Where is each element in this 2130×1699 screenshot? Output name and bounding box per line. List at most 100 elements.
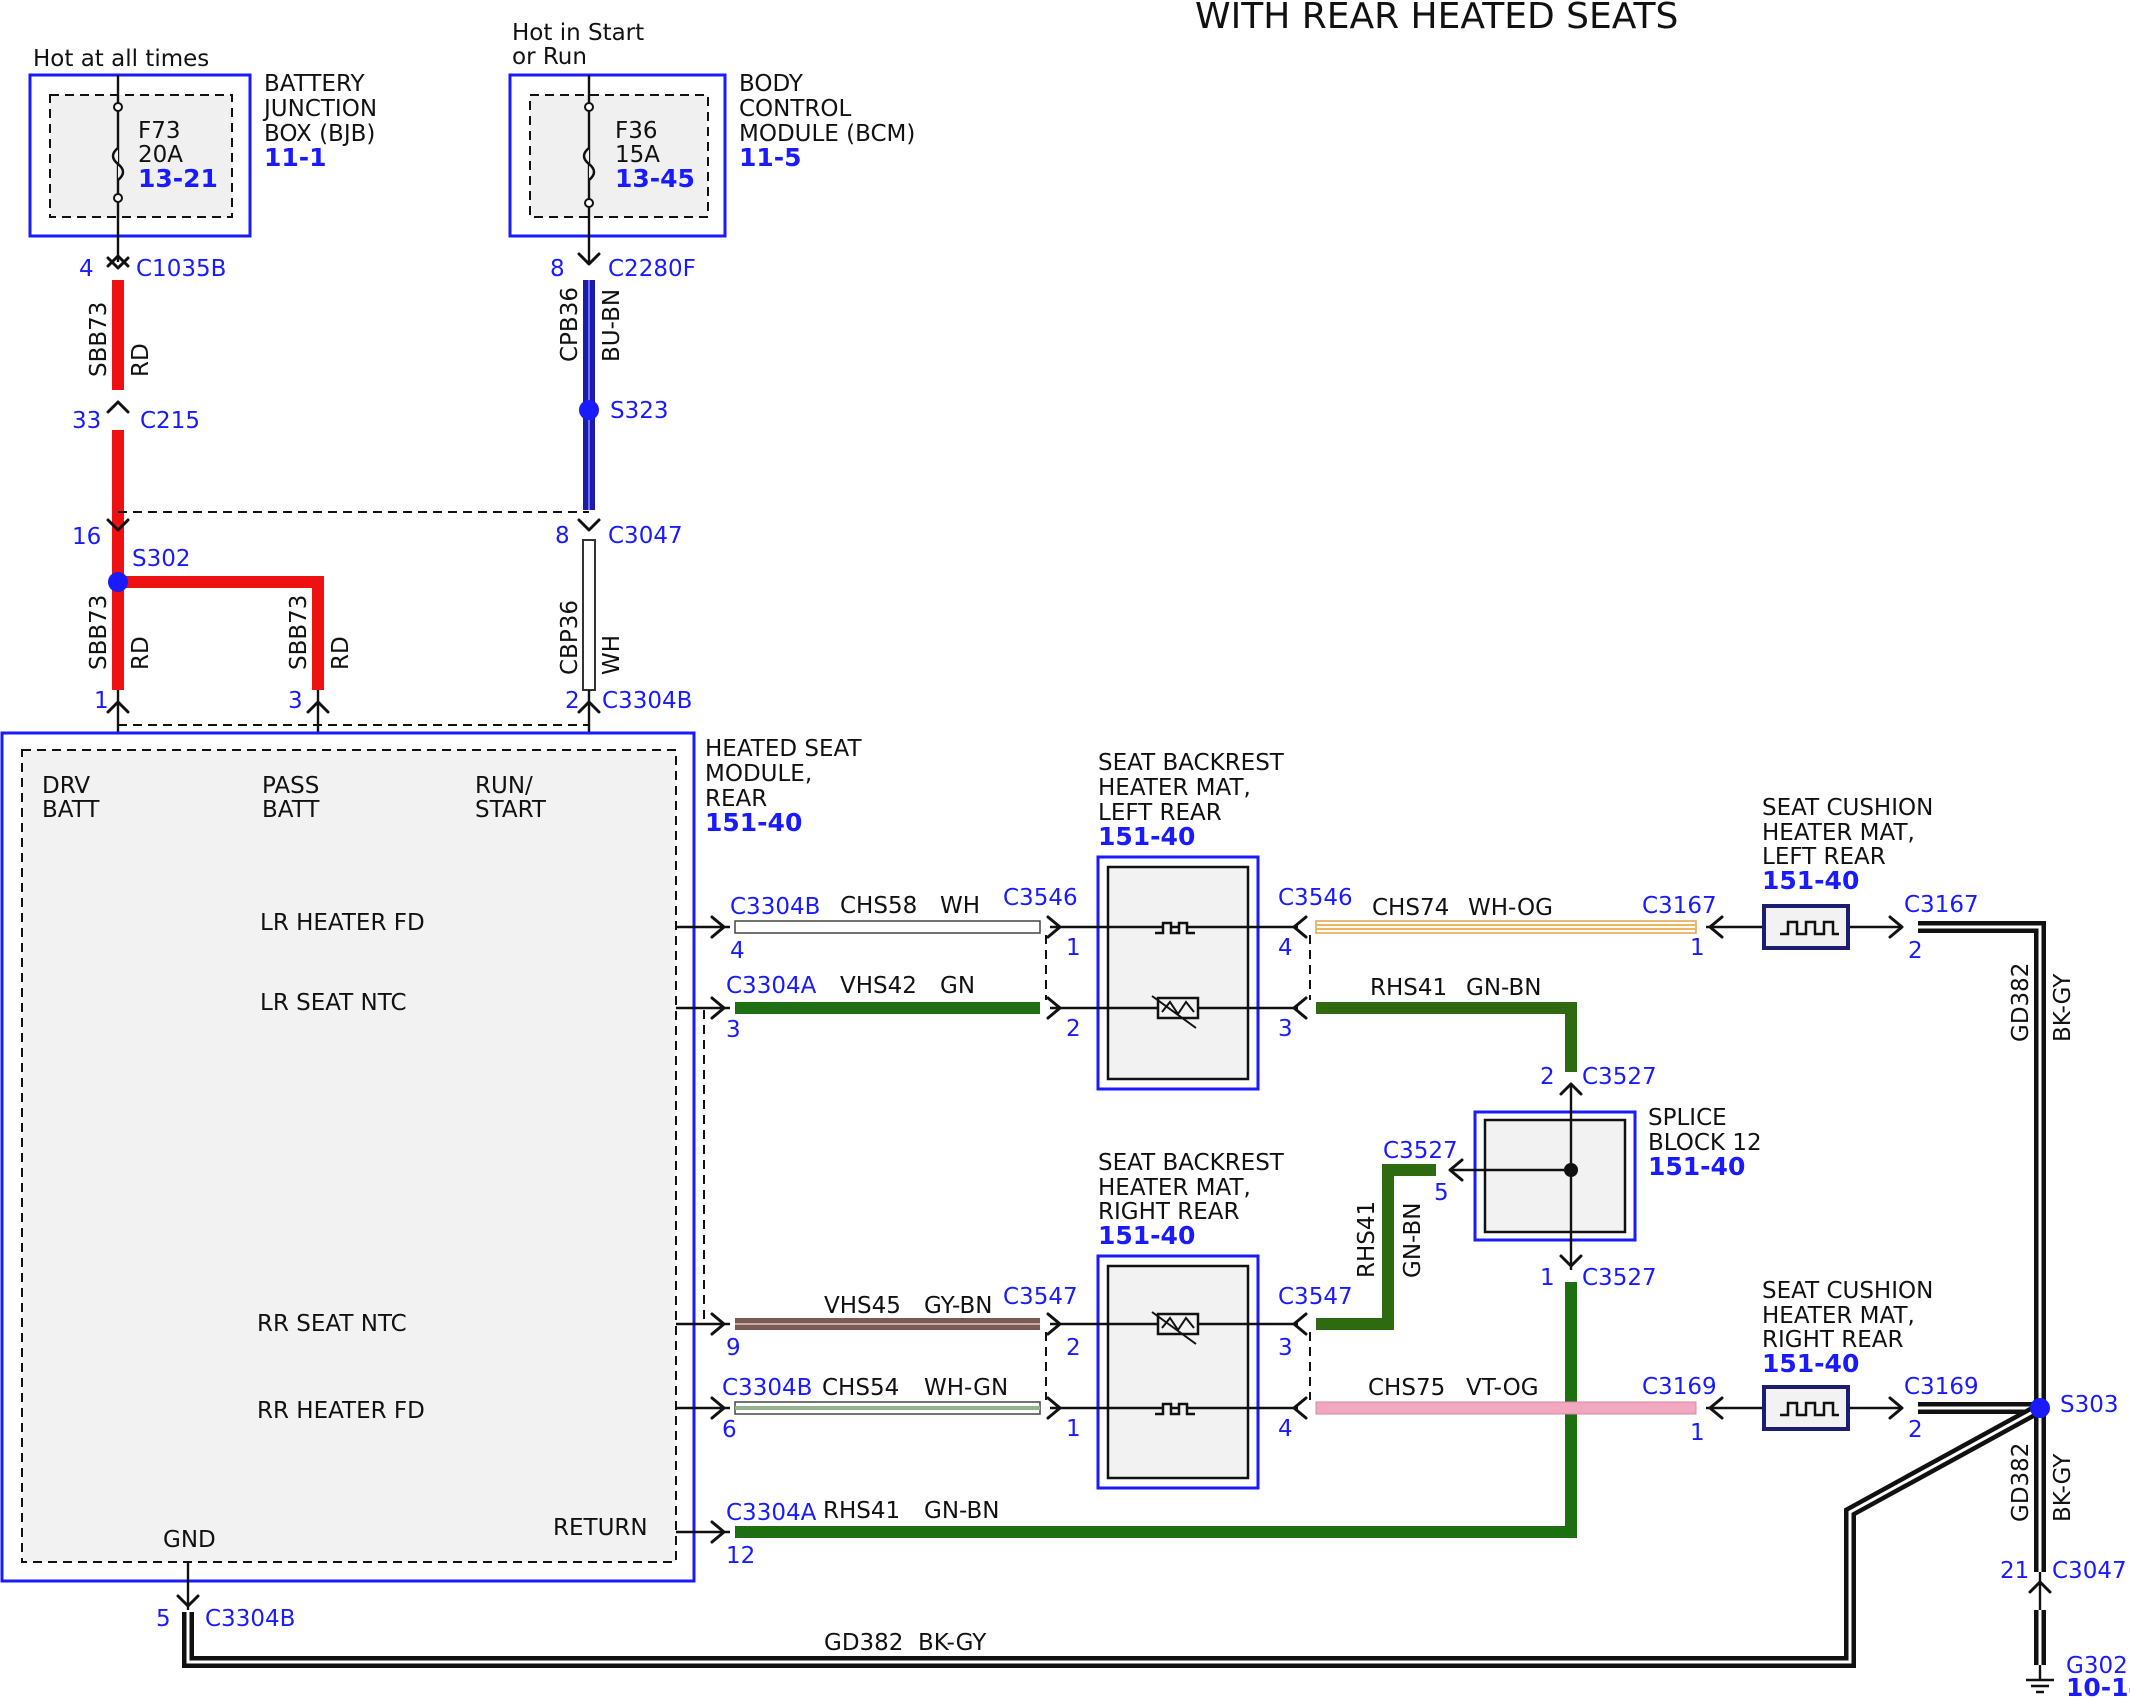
mat-cushion-left-ref[interactable]: 151-40	[1762, 866, 1859, 895]
wire-color-label: GN	[940, 973, 975, 999]
heater-element-icon	[1155, 921, 1195, 935]
ground-ref[interactable]: 10-14	[2066, 1673, 2130, 1699]
connector-c1035b-icon	[106, 254, 130, 270]
connector-c3527-icon	[1559, 1082, 1583, 1096]
wire-vhs42	[735, 1002, 1040, 1014]
mat-backrest-left-name: SEAT BACKREST	[1098, 750, 1285, 776]
pin-label: 21	[2000, 1558, 2029, 1584]
connector-c3547-icon	[1046, 1396, 1062, 1420]
ground-icon	[2026, 1665, 2054, 1694]
circuit-label: VHS42	[840, 973, 917, 999]
pin-gnd: GND	[163, 1527, 216, 1553]
circuit-label: SBB73	[286, 595, 312, 670]
mat-cushion-right-ref[interactable]: 151-40	[1762, 1349, 1859, 1378]
mat-cushion-right-name-2: HEATER MAT,	[1762, 1303, 1915, 1329]
pin-pass-batt: PASS	[262, 773, 319, 799]
wire-color-label: BU-BN	[599, 289, 625, 362]
connector-c3527-icon	[1448, 1158, 1464, 1182]
connector-c3047-icon	[2028, 1580, 2052, 1594]
pin-pass-batt-2: BATT	[262, 797, 320, 823]
pin-drv-batt: DRV	[42, 773, 90, 799]
connector-c3304b-icon	[106, 700, 130, 714]
bcm-fuse-amps: 15A	[615, 142, 660, 168]
bcm-fuse-ref[interactable]: 13-45	[615, 164, 695, 193]
pin-label: 2	[1908, 938, 1923, 964]
pin-label: 6	[722, 1417, 737, 1443]
connector-c3547-icon	[1046, 1312, 1062, 1336]
connector-label: C3304A	[726, 973, 817, 999]
connector-c3169-icon	[1708, 1396, 1724, 1420]
connector-c3546-icon	[1046, 915, 1062, 939]
pin-rr-seat-ntc: RR SEAT NTC	[257, 1311, 407, 1337]
pin-label: 4	[730, 938, 745, 964]
connector-label: C3047	[608, 523, 683, 549]
mat-cushion-right-name-3: RIGHT REAR	[1762, 1327, 1903, 1353]
connector-c2280f-icon	[577, 252, 601, 266]
pin-run-start-2: START	[475, 797, 547, 823]
connector-label: C3547	[1278, 1284, 1353, 1310]
connector-label: C3169	[1904, 1374, 1979, 1400]
wire-color-label: WH-OG	[1468, 895, 1553, 921]
wire-rhs41-left	[1316, 1002, 1577, 1072]
connector-c3304b-icon	[710, 915, 726, 939]
splice-s302	[108, 572, 128, 592]
circuit-label: CBP36	[557, 600, 583, 675]
splice-label: S323	[610, 398, 669, 424]
pin-label: 3	[1278, 1016, 1293, 1042]
connector-c3304b-icon	[176, 1594, 200, 1608]
pin-lr-seat-ntc: LR SEAT NTC	[260, 990, 407, 1016]
bcm-name-2: CONTROL	[739, 96, 852, 122]
pin-label: 4	[79, 256, 94, 282]
connector-label: C1035B	[136, 256, 226, 282]
bjb-fuse-ref[interactable]: 13-21	[138, 164, 218, 193]
bjb-fuse-number: F73	[138, 118, 181, 144]
pin-label: 1	[1690, 935, 1705, 961]
pin-label: 3	[288, 688, 303, 714]
bjb-ref[interactable]: 11-1	[264, 143, 327, 172]
connector-c3167-icon	[1888, 915, 1904, 939]
splice-block-ref[interactable]: 151-40	[1648, 1152, 1745, 1181]
connector-label: C2280F	[608, 256, 696, 282]
connector-label: C3167	[1904, 892, 1979, 918]
mat-cushion-left-name: SEAT CUSHION	[1762, 795, 1933, 821]
wire-chs58	[734, 920, 1041, 934]
circuit-label: SBB73	[86, 595, 112, 670]
bjb-name-3: BOX (BJB)	[264, 121, 375, 147]
wire-color-label: GN-BN	[1466, 975, 1542, 1001]
connector-label: C3304A	[726, 1500, 817, 1526]
circuit-label: RHS41	[1354, 1201, 1380, 1278]
pin-label: 8	[550, 256, 565, 282]
connector-c3547-icon	[1292, 1312, 1308, 1336]
module-output-stubs	[186, 925, 730, 1610]
seat-cushion-heater-mat-right	[1706, 1385, 1900, 1431]
mat-backrest-right-name-2: HEATER MAT,	[1098, 1175, 1251, 1201]
connector-label: C3546	[1003, 885, 1078, 911]
connector-label: C3527	[1582, 1265, 1657, 1291]
wire-chs75	[1315, 1401, 1697, 1415]
circuit-label: GD382	[2008, 963, 2034, 1042]
wire-color-label: GY-BN	[924, 1293, 992, 1319]
wire-color-label: GN-BN	[1400, 1203, 1426, 1279]
bcm-ref[interactable]: 11-5	[739, 143, 802, 172]
fuse-icon	[111, 102, 125, 203]
pin-label: 5	[156, 1606, 171, 1632]
mat-backrest-left-ref[interactable]: 151-40	[1098, 822, 1195, 851]
connector-c3304b-icon	[306, 700, 330, 714]
pin-label: 9	[726, 1335, 741, 1361]
connector-label: C3547	[1003, 1284, 1078, 1310]
hsm-ref[interactable]: 151-40	[705, 808, 802, 837]
connector-c3546-icon	[1292, 996, 1308, 1020]
hot-at-all-times-label: Hot at all times	[33, 46, 209, 72]
splice-block-name: SPLICE	[1648, 1105, 1727, 1131]
splice-s323	[579, 400, 599, 420]
seat-backrest-heater-mat-right	[1050, 1254, 1298, 1490]
wire-rhs41-return	[735, 1282, 1577, 1538]
pin-label: 3	[1278, 1335, 1293, 1361]
connector-c3546-icon	[1046, 996, 1062, 1020]
splice-block-name-2: BLOCK 12	[1648, 1130, 1762, 1156]
circuit-label: GD382	[2008, 1443, 2034, 1522]
connector-label: C3047	[2052, 1558, 2127, 1584]
mat-backrest-right-ref[interactable]: 151-40	[1098, 1221, 1195, 1250]
pin-label: 1	[1690, 1420, 1705, 1446]
